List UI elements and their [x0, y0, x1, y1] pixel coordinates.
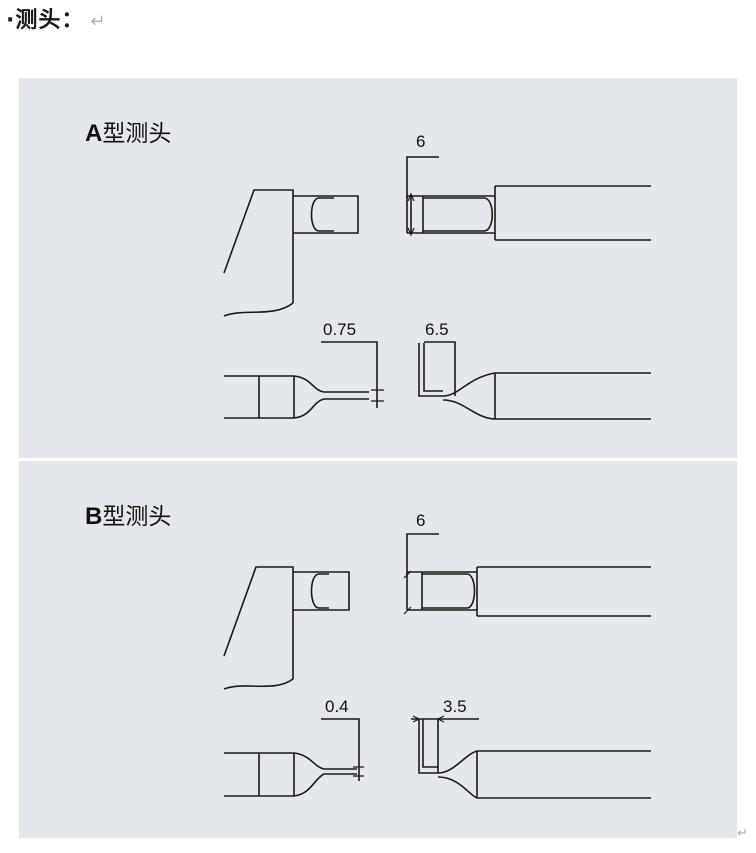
panel-a-suffix: 型测头 — [102, 121, 172, 147]
anvil-a-base-curve — [223, 302, 294, 317]
anvil-a-tip-round — [310, 197, 334, 232]
dim-b-length-leader — [411, 718, 479, 773]
spindle-b-tip-round — [422, 573, 476, 609]
blade-b-right-shaft — [437, 750, 651, 799]
probe-type-b-panel: B型测头 6 0.4 3.5 — [19, 461, 737, 838]
spindle-b-tip — [406, 571, 477, 611]
anvil-b-tip — [293, 571, 350, 611]
blade-a-left-shaft — [224, 375, 295, 419]
section-heading: ·测头：↵ — [6, 2, 106, 34]
dim-a-tip-width-leader — [406, 156, 439, 198]
dim-b-tip-width-leader — [406, 533, 439, 574]
panel-b-letter: B — [85, 503, 103, 530]
spindle-b-shaft — [476, 566, 651, 617]
blade-a-right-shaft — [442, 372, 651, 420]
blade-b-right-blade — [418, 719, 478, 774]
anvil-a-tip — [293, 195, 359, 234]
anvil-a-frame — [223, 189, 294, 303]
heading-text: ·测头： — [6, 8, 85, 33]
panel-b-suffix: 型测头 — [102, 504, 172, 530]
paragraph-return-mark: ↵ — [90, 11, 107, 32]
spindle-a-shaft — [494, 185, 651, 241]
blade-a-left-neck — [293, 375, 369, 419]
anvil-b-base-curve — [223, 678, 294, 690]
blade-a-right-blade — [418, 343, 496, 397]
anvil-b-frame — [223, 566, 294, 679]
blade-b-left-neck — [293, 752, 357, 797]
panel-a-title: A型测头 — [85, 114, 171, 148]
dim-b-thickness-leader — [321, 718, 360, 781]
probe-a-diagram — [223, 156, 651, 420]
dim-a-thickness-leader — [321, 341, 378, 408]
spindle-a-tip-round — [423, 197, 494, 232]
panel-b-title: B型测头 — [85, 497, 171, 531]
end-return-mark: ↵ — [737, 826, 748, 841]
anvil-b-tip-round — [310, 573, 329, 609]
probe-type-a-panel: A型测头 6 0.75 6.5 — [19, 78, 737, 458]
probe-b-diagram — [223, 533, 651, 799]
panel-a-letter: A — [85, 120, 103, 147]
dim-a-length-leader — [424, 341, 456, 396]
blade-b-left-shaft — [224, 752, 295, 797]
spindle-a-tip — [406, 195, 495, 234]
